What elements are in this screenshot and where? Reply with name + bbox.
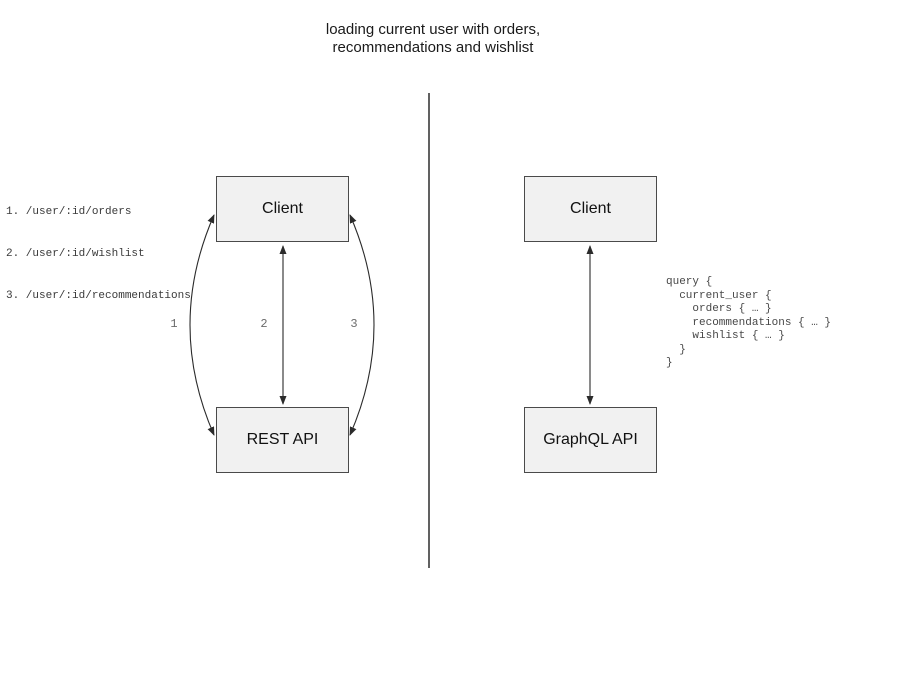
client-box-right-label: Client	[570, 200, 611, 217]
rest-endpoint-recommendations: 3. /user/:id/recommendations	[6, 290, 191, 302]
rest-endpoint-list: 1. /user/:id/orders 2. /user/:id/wishlis…	[6, 177, 191, 317]
page-title-line2: recommendations and wishlist	[332, 39, 534, 56]
rest-api-box: REST API	[216, 407, 349, 473]
page-title-line1: loading current user with orders,	[325, 21, 541, 38]
divider-line	[428, 93, 430, 568]
rest-endpoint-orders: 1. /user/:id/orders	[6, 206, 132, 218]
rest-arrow-1-curve	[189, 214, 215, 436]
client-box-left: Client	[216, 176, 349, 242]
graphql-api-box: GraphQL API	[524, 407, 657, 473]
client-box-right: Client	[524, 176, 657, 242]
arrow-label-1: 1	[170, 317, 178, 331]
page-title: loading current user with orders, recomm…	[158, 21, 708, 57]
graphql-query-code: query { current_user { orders { … } reco…	[666, 276, 832, 369]
arrow-label-2: 2	[260, 317, 268, 331]
arrow-label-3: 3	[350, 317, 358, 331]
client-box-left-label: Client	[262, 200, 303, 217]
graphql-api-box-label: GraphQL API	[543, 431, 638, 448]
rest-api-box-label: REST API	[246, 431, 319, 448]
rest-endpoint-wishlist: 2. /user/:id/wishlist	[6, 248, 145, 260]
